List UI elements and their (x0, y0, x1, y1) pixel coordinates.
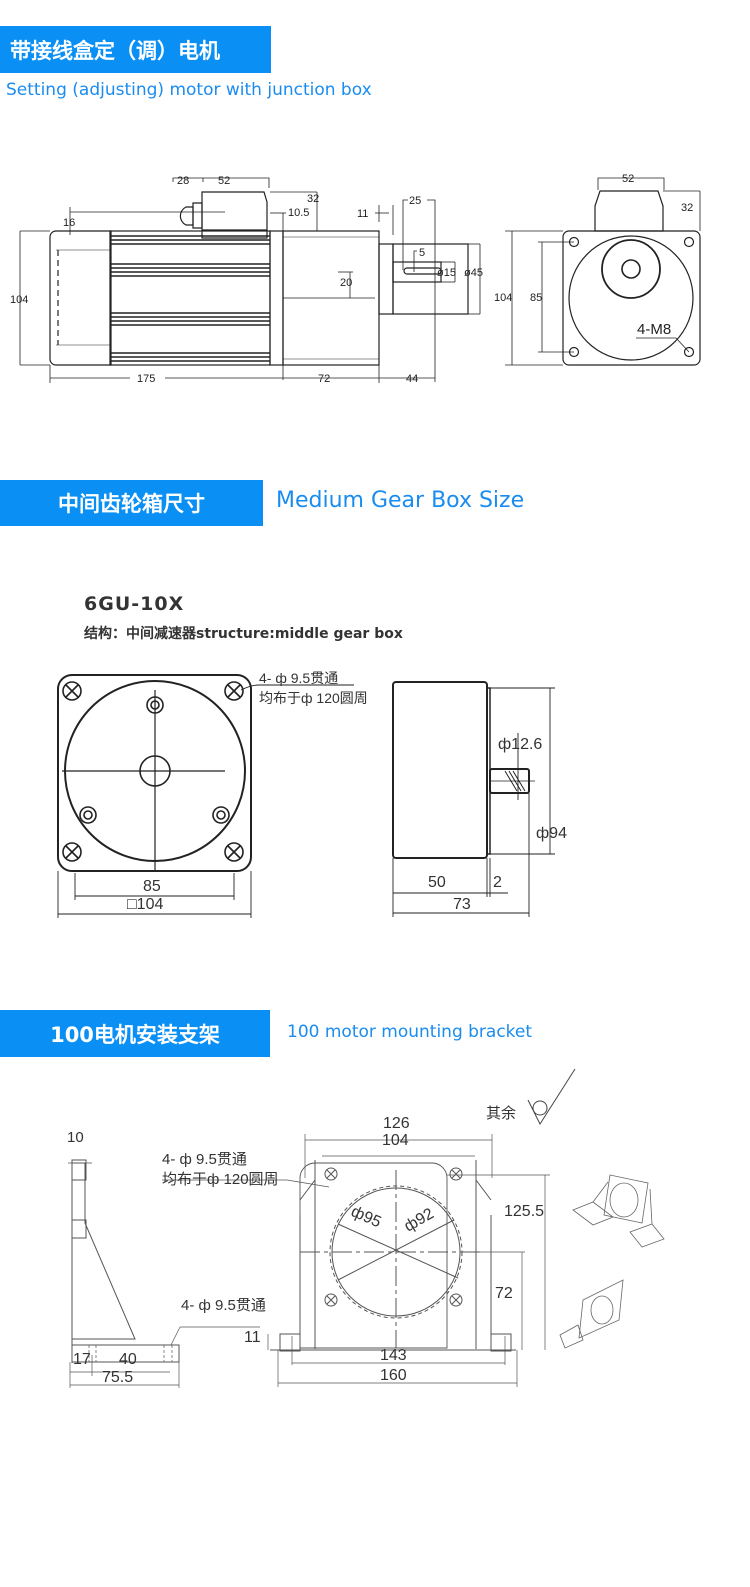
dim-shaft-step: 11 (357, 208, 368, 220)
section-1-title: 带接线盒定（调）电机 (10, 38, 220, 63)
dim-center-height: 72 (495, 1285, 513, 1302)
dim-shaft-len: 25 (409, 195, 421, 207)
dim-height: 125.5 (504, 1203, 544, 1220)
dim-dia-95: ф95 (348, 1203, 383, 1231)
dim-box-height: 32 (307, 193, 319, 205)
dim-gear-len: 72 (318, 373, 330, 385)
dim-square: □104 (127, 896, 163, 913)
section-2-title: 中间齿轮箱尺寸 (58, 492, 205, 516)
dim-body-len: 175 (137, 373, 155, 385)
dim-front-box-width: 52 (622, 173, 634, 185)
dim-hole-span: 143 (380, 1347, 407, 1364)
dim-base-b: 40 (119, 1351, 137, 1368)
section-1-banner: 带接线盒定（调）电机 (0, 26, 271, 73)
structure-label: 结构：中间减速器structure:middle gear box (84, 626, 403, 642)
dim-front-hole-pitch: 85 (530, 292, 542, 304)
dim-base-width: 160 (380, 1367, 407, 1384)
section-2-subtitle: Medium Gear Box Size (276, 488, 525, 513)
hole-note-2: 均布于ф 120圆周 (259, 690, 368, 706)
dim-side-thickness: 10 (67, 1129, 84, 1146)
dim-gland: 28 (177, 175, 189, 187)
dim-center-offset: 20 (340, 277, 352, 289)
gearbox-drawing: 4- ф 9.5贯通 均布于ф 120圆周 85 □104 ф12.6 ф94 … (57, 670, 567, 918)
dim-front-height: 104 (494, 292, 512, 304)
section-2-banner: 中间齿轮箱尺寸 (0, 480, 263, 526)
bracket-drawing: 10 4- ф 9.5贯通 均布于ф 120圆周 4- ф 9.5贯通 17 4… (67, 1068, 665, 1388)
dim-base-a: 17 (73, 1351, 91, 1368)
bracket-hole-note-2: 均布于ф 120圆周 (162, 1171, 279, 1188)
dim-base-total: 75.5 (102, 1369, 133, 1386)
section-1-subtitle: Setting (adjusting) motor with junction … (6, 80, 372, 100)
dim-outer-width: 126 (383, 1115, 410, 1132)
label-holes: 4-M8 (637, 321, 671, 338)
model-number: 6GU-10X (84, 593, 185, 615)
bracket-hole-note-1: 4- ф 9.5贯通 (162, 1151, 247, 1168)
base-hole-note: 4- ф 9.5贯通 (181, 1297, 266, 1314)
dim-body-len: 50 (428, 874, 446, 891)
dim-box-offset: 10.5 (288, 207, 309, 219)
surface-finish-note: 其余 (486, 1104, 516, 1122)
dim-dia-92: ф92 (402, 1205, 437, 1235)
section-3-subtitle: 100 motor mounting bracket (287, 1022, 533, 1042)
dim-shaft-dia: ø15 (437, 267, 456, 279)
dim-front-box-height: 32 (681, 202, 693, 214)
dim-inner-width: 104 (382, 1132, 409, 1149)
dim-key: 5 (419, 247, 425, 259)
dim-height: 104 (10, 294, 28, 306)
dim-total-len: 73 (453, 896, 471, 913)
dim-cap: 16 (63, 217, 75, 229)
dim-shaft-total: 44 (406, 373, 418, 385)
dim-shaft-dia: ф12.6 (498, 736, 542, 753)
dim-box-width: 52 (218, 175, 230, 187)
section-3-banner: 100电机安装支架 (0, 1010, 270, 1057)
motor-side-view-drawing: 28 52 32 10.5 16 104 11 25 5 ø15 ø45 20 … (10, 173, 701, 385)
dim-pitch: 85 (143, 878, 161, 895)
dim-flange-dia: ф94 (536, 825, 567, 842)
hole-note-1: 4- ф 9.5贯通 (259, 670, 338, 686)
section-3-title: 100电机安装支架 (50, 1022, 220, 1047)
dim-base-thick: 11 (244, 1329, 261, 1346)
dim-boss-dia: ø45 (464, 267, 483, 279)
dim-gap: 2 (493, 874, 502, 891)
